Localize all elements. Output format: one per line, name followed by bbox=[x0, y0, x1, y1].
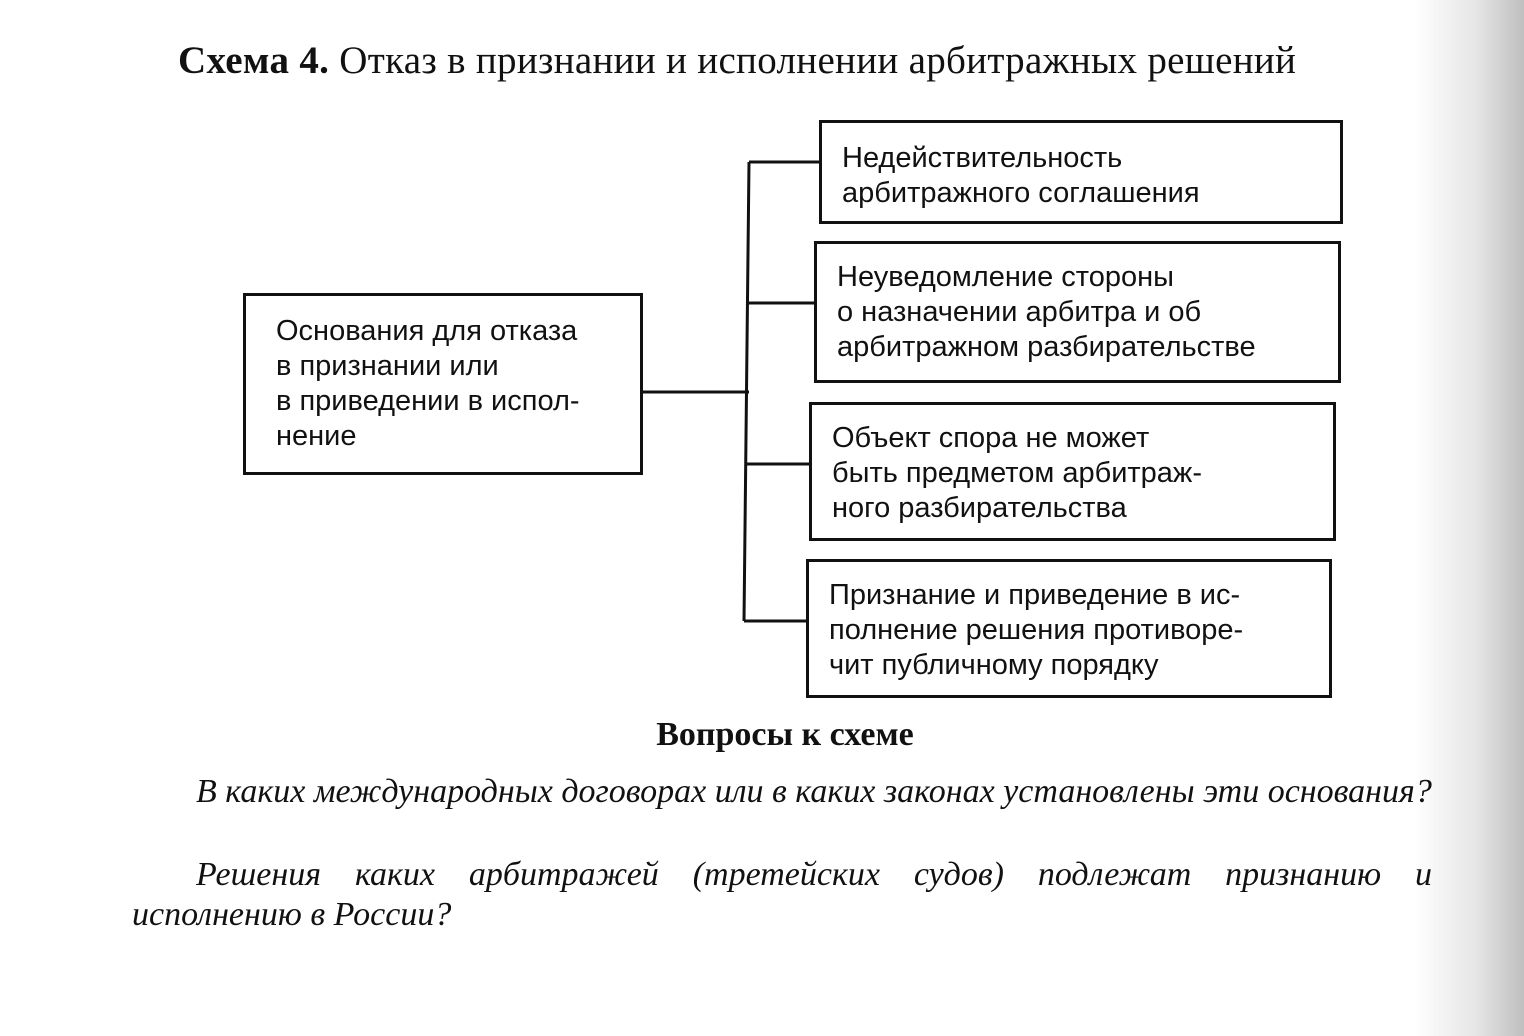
question-1: В каких международных договорах или в ка… bbox=[196, 773, 1432, 810]
ground-box-no-notice: Неуведомление стороны о назначении арбит… bbox=[814, 241, 1341, 383]
questions-heading: Вопросы к схеме bbox=[656, 716, 914, 753]
page-edge-shadow bbox=[1414, 0, 1524, 1036]
diagram-title-label: Схема 4. bbox=[178, 39, 330, 82]
connector-trunk bbox=[742, 161, 751, 622]
diagram-title-text: Отказ в признании и исполнении арбитражн… bbox=[339, 39, 1297, 82]
ground-box-invalid-agreement: Недействительность арбитражного соглашен… bbox=[819, 120, 1343, 224]
ground-box-public-policy: Признание и приведение в ис- полнение ре… bbox=[806, 559, 1332, 698]
diagram-title: Схема 4. Отказ в признании и исполнении … bbox=[178, 38, 1438, 83]
ground-box-non-arbitrable: Объект спора не может быть предметом арб… bbox=[809, 402, 1336, 541]
question-2: Решения каких арбитражей (третейских суд… bbox=[132, 856, 1432, 933]
main-grounds-box: Основания для отказа в признании или в п… bbox=[243, 293, 643, 475]
